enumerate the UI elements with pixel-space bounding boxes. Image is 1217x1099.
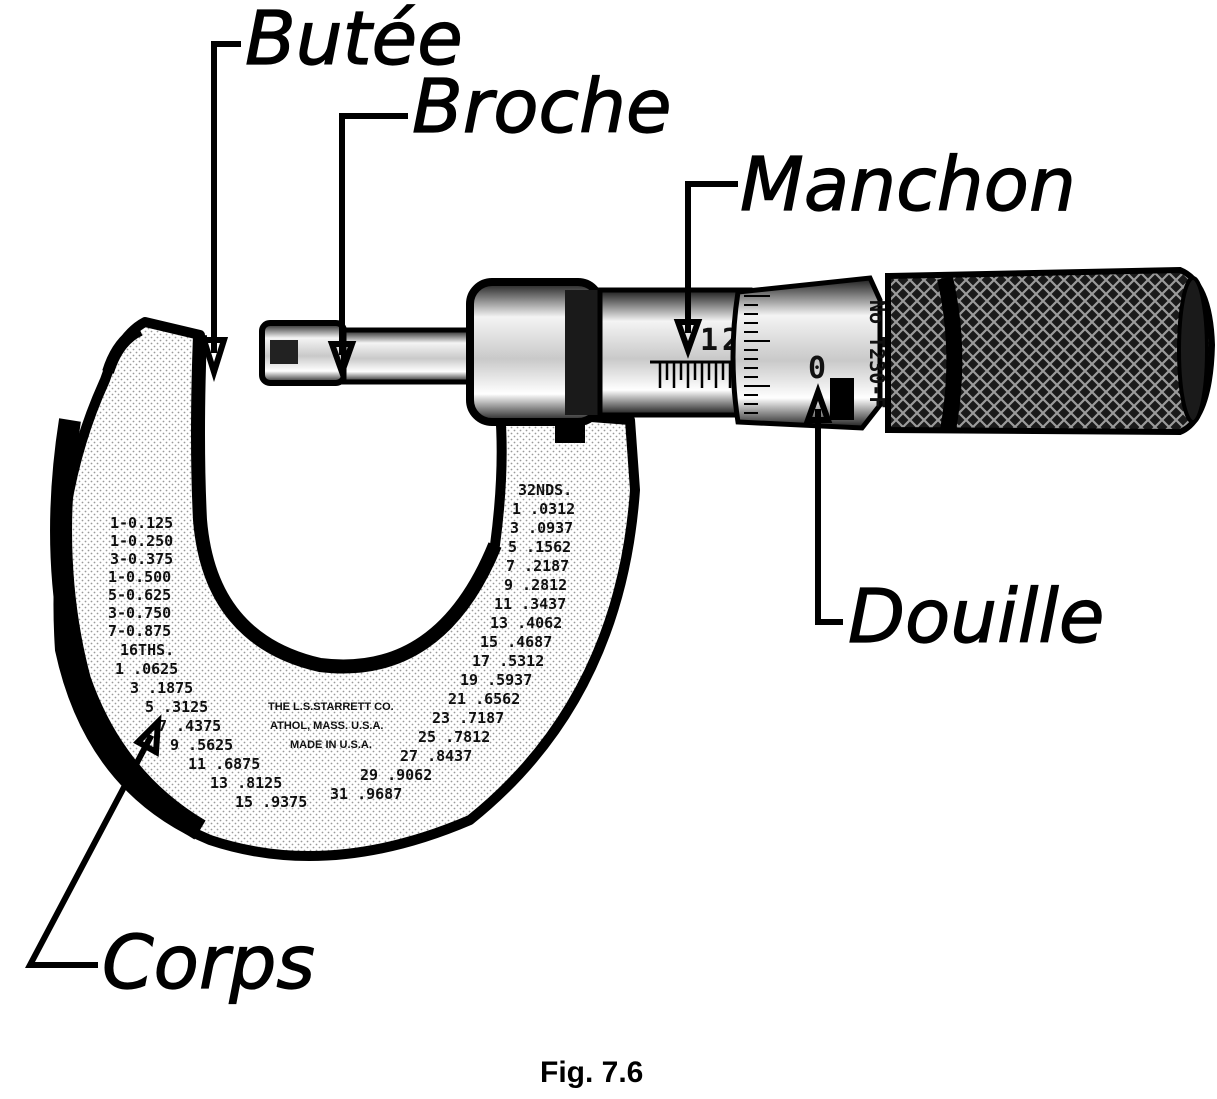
label-frame: Corps	[102, 920, 315, 1006]
anvil-leader	[211, 41, 241, 353]
right-row: 27 .8437	[400, 747, 472, 765]
label-anvil: Butée	[245, 0, 463, 82]
lock-ring	[466, 278, 605, 426]
maker-line: ATHOL, MASS. U.S.A.	[270, 720, 383, 732]
left-row: 11 .6875	[188, 755, 260, 773]
left-row: 1 .0625	[115, 660, 178, 678]
right-row: 15 .4687	[480, 633, 552, 651]
label-spindle: Broche	[412, 64, 672, 150]
left-row: 1-0.500	[108, 568, 171, 586]
left-row: 5 .3125	[145, 698, 208, 716]
right-row: 29 .9062	[360, 766, 432, 784]
label-sleeve: Manchon	[740, 142, 1076, 228]
right-row: 23 .7187	[432, 709, 504, 727]
left-row: 7 .4375	[158, 717, 221, 735]
frame-arrowhead	[133, 714, 162, 757]
right-row: 17 .5312	[472, 652, 544, 670]
frame-leader	[25, 733, 155, 968]
sleeve-number-1: 1	[700, 323, 718, 358]
anvil-arrowhead	[199, 337, 229, 383]
left-row: 15 .9375	[235, 793, 307, 811]
right-row: 11 .3437	[494, 595, 566, 613]
right-row: 1 .0312	[512, 500, 575, 518]
sleeve-leader	[685, 181, 738, 333]
thimble-leader	[815, 409, 843, 625]
maker-line: THE L.S.STARRETT CO.	[268, 701, 394, 713]
right-row: 25 .7812	[418, 728, 490, 746]
left-row: 1-0.250	[110, 532, 173, 550]
right-row: 9 .2812	[504, 576, 567, 594]
sleeve: 1 2	[597, 287, 753, 418]
left-row: 5-0.625	[108, 586, 171, 604]
sleeve-arrowhead	[673, 319, 703, 359]
left-row: 7-0.875	[108, 622, 171, 640]
left-row: 9 .5625	[170, 736, 233, 754]
thimble-graduations	[744, 295, 770, 414]
label-thimble: Douille	[848, 574, 1104, 660]
leader-lines	[25, 41, 843, 968]
thimble-arrowhead	[803, 383, 833, 423]
right-row: 19 .5937	[460, 671, 532, 689]
right-row: 13 .4062	[490, 614, 562, 632]
maker-line: MADE IN U.S.A.	[290, 739, 372, 751]
frame-body	[50, 317, 640, 861]
right-row: 5 .1562	[508, 538, 571, 556]
right-row: 7 .2187	[506, 557, 569, 575]
left-row: 13 .8125	[210, 774, 282, 792]
figure-caption: Fig. 7.6	[540, 1056, 643, 1089]
left-row: 3-0.750	[108, 604, 171, 622]
right-row: 31 .9687	[330, 785, 402, 803]
frame-engraving: 1-0.125 1-0.250 3-0.375 1-0.500 5-0.625 …	[108, 481, 575, 811]
left-row: 3 .1875	[130, 679, 193, 697]
anvil	[259, 320, 347, 386]
thimble-zero-mark: 0	[808, 351, 826, 386]
right-row: 3 .0937	[510, 519, 573, 537]
spindle-leader	[339, 113, 408, 355]
right-row: 32NDS.	[518, 481, 572, 499]
right-row: 21 .6562	[448, 690, 520, 708]
spindle-arrowhead	[327, 341, 357, 381]
callout-labels: Butée Broche Manchon Douille Corps	[101, 0, 1105, 1007]
left-row: 1-0.125	[110, 514, 173, 532]
left-row: 16THS.	[120, 641, 174, 659]
micrometer-illustration: 1 2 0 No T230-F 1-0.125 1-0.250 3-0.375 …	[50, 266, 1216, 861]
left-row: 3-0.375	[110, 550, 173, 568]
knurled-grip	[885, 266, 1216, 436]
